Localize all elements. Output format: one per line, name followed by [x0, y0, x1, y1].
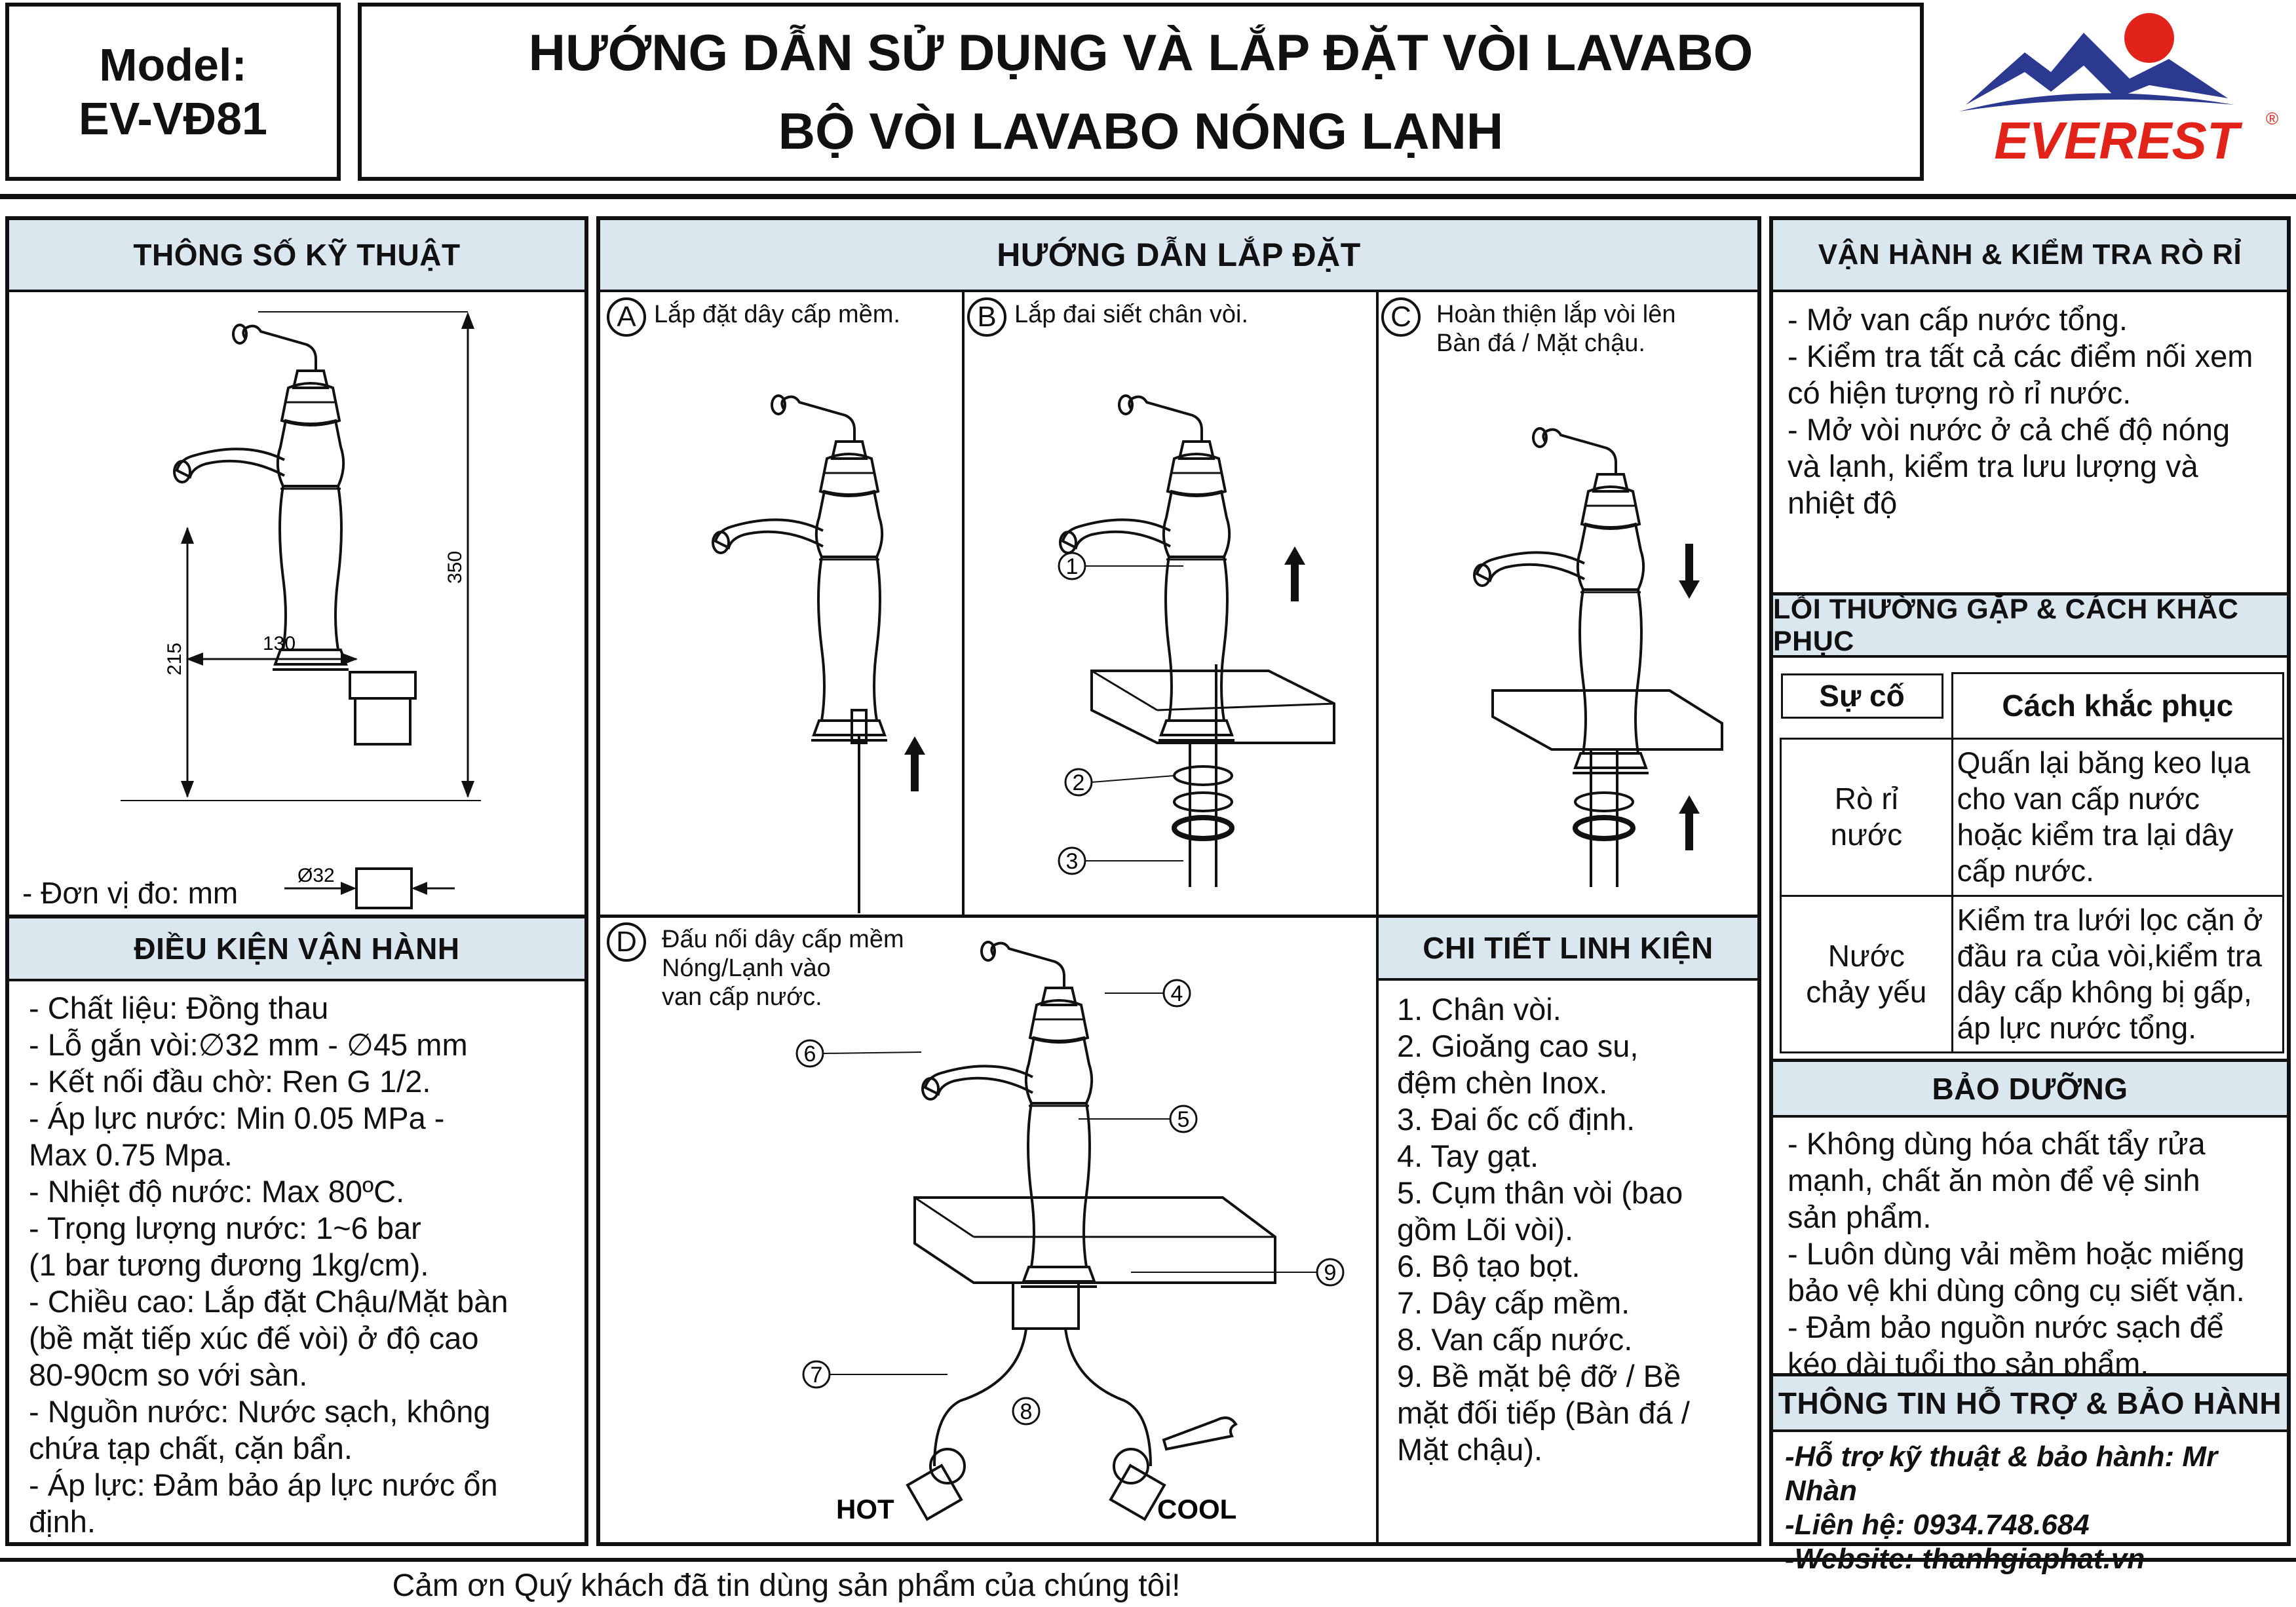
cool-label: COOL	[1157, 1494, 1236, 1524]
svg-text:9: 9	[1324, 1260, 1337, 1285]
wrench-icon	[1162, 1416, 1238, 1451]
step-a-text: Lắp đặt dây cấp mềm.	[654, 301, 900, 328]
specs-title: THÔNG SỐ KỸ THUẬT	[9, 220, 584, 292]
fix-cell: Quấn lại băng keo lụa cho van cấp nước h…	[1951, 738, 2285, 897]
install-title: HƯỚNG DẪN LẮP ĐẶT	[600, 220, 1757, 292]
faucet-dimension-drawing: 350 215 130 Ø32	[121, 311, 481, 909]
header-divider	[0, 194, 2296, 199]
svg-text:2: 2	[1073, 770, 1085, 795]
support-info: -Hỗ trợ kỹ thuật & bảo hành: Mr Nhàn -Li…	[1785, 1440, 2287, 1576]
step-c: C Hoàn thiện lắp vòi lên Bàn đá / Mặt ch…	[1381, 297, 1755, 913]
issue-header: Sự cố	[1780, 673, 1943, 719]
step-d-text: Đấu nối dây cấp mềm Nóng/Lạnh vào van cấ…	[662, 926, 904, 1011]
install-panel: HƯỚNG DẪN LẮP ĐẶT A Lắp đặt dây cấp mềm.…	[596, 216, 1761, 1546]
hot-label: HOT	[836, 1494, 894, 1524]
svg-text:®: ®	[2266, 109, 2278, 128]
maintenance-title: BẢO DƯỠNG	[1773, 1059, 2287, 1118]
valve-icon	[906, 1448, 1166, 1521]
model-label: Model:	[99, 39, 247, 90]
right-panel: VẬN HÀNH & KIỂM TRA RÒ RỈ - Mở van cấp n…	[1769, 216, 2291, 1575]
parts-panel: CHI TIẾT LINH KIỆN 1. Chân vòi. 2. Gioăn…	[1379, 918, 1757, 1542]
step-d-badge: D	[607, 922, 646, 962]
dim-130-label: 130	[263, 633, 296, 654]
dim-215-label: 215	[164, 643, 185, 675]
parts-text: 1. Chân vòi. 2. Gioăng cao su, đệm chèn …	[1397, 992, 1690, 1467]
step-a-badge: A	[607, 297, 646, 337]
svg-text:6: 6	[804, 1042, 816, 1067]
conditions-divider	[9, 915, 584, 918]
fix-header: Cách khắc phục	[1951, 672, 2285, 740]
everest-logo: EVEREST ®	[1953, 7, 2280, 183]
svg-text:5: 5	[1177, 1107, 1190, 1132]
step-d: D Đấu nối dây cấp mềm Nóng/Lạnh vào van …	[607, 922, 1373, 1538]
step-c-badge: C	[1381, 297, 1421, 337]
troubleshoot-title: LỖI THƯỜNG GẶP & CÁCH KHẮC PHỤC	[1773, 592, 2287, 658]
step-d-drawing: HOT COOL 4 5 6 7 8 9	[795, 941, 1345, 1524]
step-a-drawing	[712, 394, 925, 913]
unit-note: - Đơn vị đo: mm	[22, 876, 239, 910]
mountain-logo-icon: EVEREST ®	[1959, 13, 2278, 170]
support-title: THÔNG TIN HỖ TRỢ & BẢO HÀNH	[1773, 1373, 2287, 1432]
footer-thanks: Cảm ơn Quý khách đã tin dùng sản phẩm củ…	[392, 1568, 1181, 1603]
support-line-contact: -Hỗ trợ kỹ thuật & bảo hành: Mr Nhàn	[1785, 1441, 2218, 1507]
parts-title: CHI TIẾT LINH KIỆN	[1379, 918, 1757, 981]
troubleshoot-table: Sự cố Cách khắc phục Rò rỉ nước Quấn lại…	[1780, 672, 2285, 1053]
operation-text: - Mở van cấp nước tổng. - Kiểm tra tất c…	[1788, 302, 2253, 520]
conditions-text: - Chất liệu: Đồng thau - Lỗ gắn vòi:∅32 …	[29, 991, 508, 1539]
step-b: B Lắp đai siết chân vòi. 1 2 3	[967, 297, 1373, 913]
svg-text:1: 1	[1066, 554, 1079, 579]
title-box: HƯỚNG DẪN SỬ DỤNG VÀ LẮP ĐẶT VÒI LAVABO …	[358, 3, 1924, 181]
dim-350-label: 350	[444, 551, 466, 584]
conditions-title: ĐIỀU KIỆN VẬN HÀNH	[9, 918, 584, 981]
svg-text:4: 4	[1171, 981, 1183, 1006]
specs-panel: THÔNG SỐ KỸ THUẬT 350 215 130 Ø32 - Đơn …	[5, 216, 588, 1546]
issue-cell: Rò rỉ nước	[1780, 738, 1953, 897]
svg-text:8: 8	[1020, 1399, 1033, 1424]
step-c-drawing	[1473, 427, 1723, 887]
install-divider	[600, 915, 1757, 918]
svg-text:7: 7	[811, 1363, 823, 1388]
footer-divider	[0, 1558, 2296, 1562]
model-box: Model: EV-VĐ81	[5, 3, 341, 181]
step-c-text: Hoàn thiện lắp vòi lên Bàn đá / Mặt chậu…	[1436, 301, 1676, 357]
operation-title: VẬN HÀNH & KIỂM TRA RÒ RỈ	[1773, 220, 2287, 292]
model-code: EV-VĐ81	[79, 93, 267, 144]
doc-title: HƯỚNG DẪN SỬ DỤNG VÀ LẮP ĐẶT VÒI LAVABO	[528, 24, 1753, 81]
maintenance-text: - Không dùng hóa chất tẩy rửa mạnh, chất…	[1788, 1126, 2245, 1381]
step-b-drawing: 1 2 3	[1058, 394, 1335, 887]
doc-subtitle: BỘ VÒI LAVABO NÓNG LẠNH	[778, 102, 1504, 160]
step-b-text: Lắp đai siết chân vòi.	[1014, 301, 1249, 328]
issue-cell: Nước chảy yếu	[1780, 894, 1953, 1053]
support-line-phone: -Liên hệ: 0934.748.684	[1785, 1509, 2090, 1541]
svg-text:3: 3	[1066, 849, 1079, 874]
step-b-badge: B	[967, 297, 1006, 337]
dim-32-label: Ø32	[297, 865, 335, 886]
step-a: A Lắp đặt dây cấp mềm.	[607, 297, 961, 913]
brand-name: EVEREST	[1994, 111, 2243, 170]
fix-cell: Kiểm tra lưới lọc cặn ở đầu ra của vòi,k…	[1951, 894, 2285, 1053]
